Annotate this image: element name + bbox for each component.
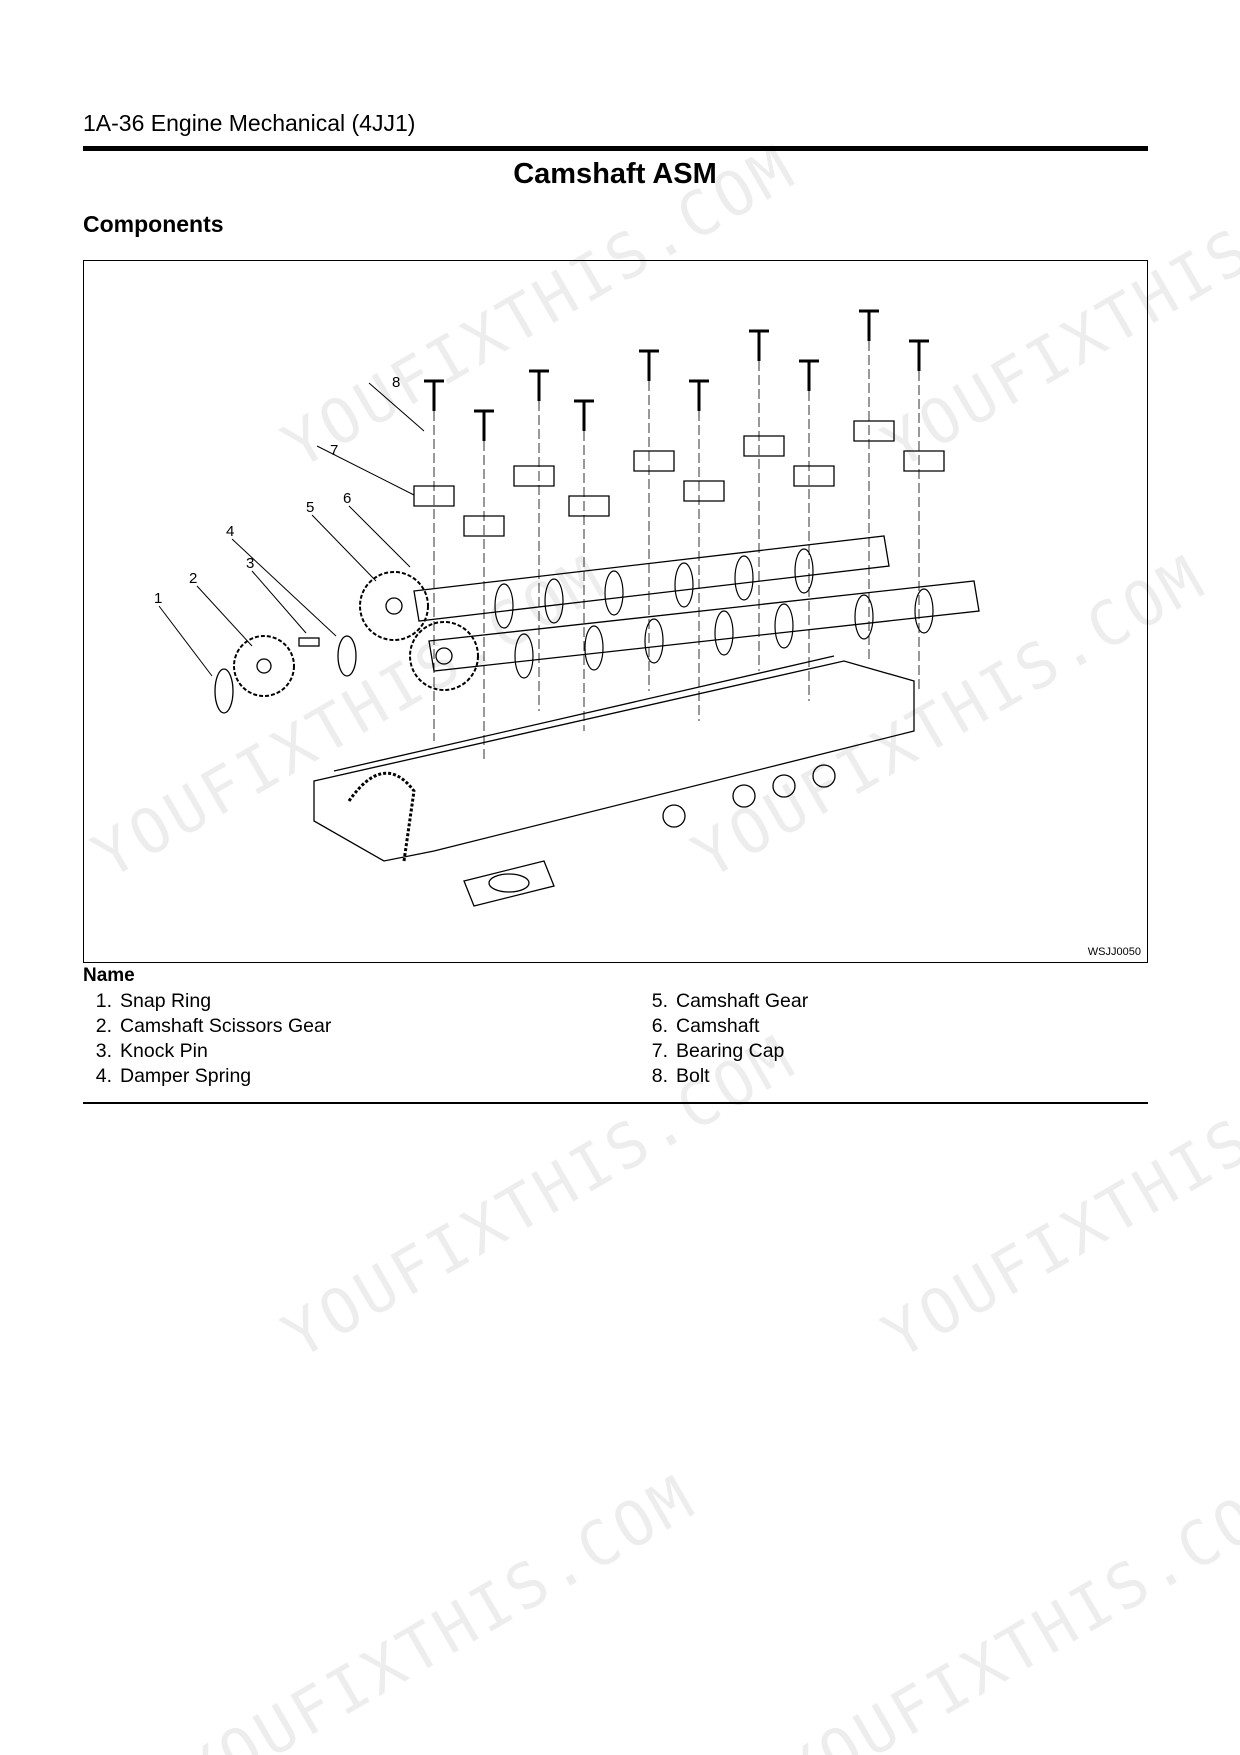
callout-4: 4 — [226, 523, 234, 540]
list-item: 7.Bearing Cap — [651, 1040, 785, 1062]
callout-2: 2 — [189, 570, 197, 587]
page-header: 1A-36 Engine Mechanical (4JJ1) — [83, 110, 416, 136]
names-heading: Name — [83, 965, 135, 986]
figure-id: WSJJ0050 — [1087, 946, 1141, 958]
names-list-right: 5.Camshaft Gear 6.Camshaft 7.Bearing Cap… — [639, 989, 808, 1089]
callout-5: 5 — [306, 499, 314, 516]
snap-ring — [214, 668, 234, 714]
camshaft-exploded-view: 1 2 3 4 5 6 7 8 — [154, 309, 980, 907]
watermark: YOUFIXTHIS.COM — [170, 1460, 709, 1755]
list-item: 4.Damper Spring — [95, 1065, 252, 1087]
callout-3: 3 — [246, 555, 254, 572]
bottom-rule — [83, 1102, 1148, 1104]
header-rule — [83, 146, 1148, 151]
callout-8: 8 — [392, 374, 400, 391]
page-title: Camshaft ASM — [513, 158, 717, 190]
list-item: 5.Camshaft Gear — [651, 990, 809, 1012]
timing-chain — [347, 771, 416, 862]
bearing-caps-and-bolts — [413, 309, 945, 761]
callout-6: 6 — [343, 490, 351, 507]
list-item: 3.Knock Pin — [95, 1040, 208, 1062]
exploded-diagram: 1 2 3 4 5 6 7 8 WSJJ0050 — [83, 260, 1148, 963]
list-item: 8.Bolt — [651, 1065, 710, 1087]
list-item: 6.Camshaft — [651, 1015, 760, 1037]
knock-pin — [298, 637, 320, 647]
names-list-left: 1.Snap Ring 2.Camshaft Scissors Gear 3.K… — [83, 989, 332, 1089]
scissors-gear — [233, 635, 295, 697]
damper-spring — [337, 635, 357, 677]
section-heading: Components — [83, 211, 224, 237]
cylinder-head — [313, 660, 915, 862]
camshaft — [413, 535, 980, 679]
list-item: 1.Snap Ring — [95, 990, 212, 1012]
camshaft-gear — [359, 571, 429, 641]
callout-1: 1 — [154, 590, 162, 607]
watermark: YOUFIXTHIS.COM — [770, 1460, 1240, 1755]
watermark: YOUFIXTHIS.COM — [870, 1020, 1240, 1373]
list-item: 2.Camshaft Scissors Gear — [95, 1015, 332, 1037]
callout-7: 7 — [330, 442, 338, 459]
